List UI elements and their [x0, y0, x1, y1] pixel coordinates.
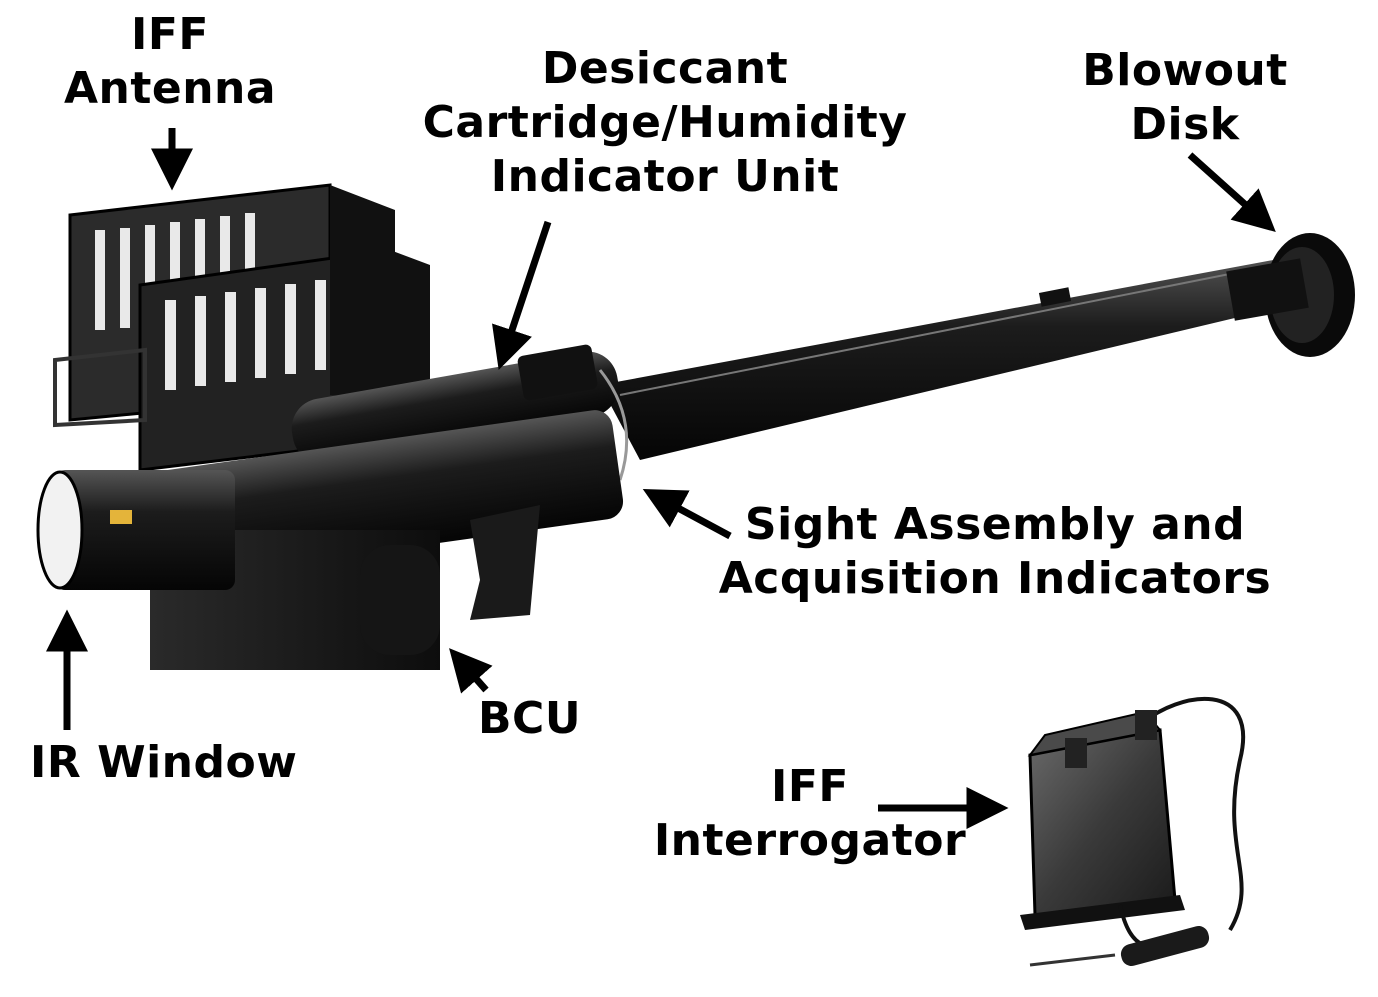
label-line: Disk — [1130, 99, 1240, 150]
label-line: Desiccant — [541, 43, 789, 94]
label-line: IFF — [771, 761, 849, 812]
label-line: Antenna — [63, 63, 277, 114]
label-line: Indicator Unit — [490, 151, 840, 202]
pointer-arrows — [46, 128, 1276, 829]
iff-interrogator-unit — [1020, 696, 1245, 967]
label-line: Sight Assembly and — [744, 499, 1246, 550]
front-seeker-section — [36, 470, 235, 590]
label-sight-assembly: Sight Assembly and Acquisition Indicator… — [700, 498, 1290, 606]
label-ir-window: IR Window — [30, 736, 330, 790]
arrow-sight-assembly — [642, 489, 732, 540]
label-line: BCU — [478, 693, 582, 744]
label-line: Blowout — [1082, 45, 1288, 96]
label-line: IR Window — [30, 737, 298, 788]
gripstock-body — [146, 410, 624, 670]
label-blowout-disk: Blowout Disk — [1070, 44, 1300, 152]
arrow-desiccant — [492, 220, 552, 370]
label-line: Interrogator — [653, 815, 967, 866]
arrow-bcu — [449, 648, 493, 694]
label-iff-antenna: IFF Antenna — [50, 8, 290, 116]
desiccant-cartridge-shape — [291, 344, 629, 481]
label-line: Cartridge/Humidity — [422, 97, 908, 148]
label-line: Acquisition Indicators — [718, 553, 1272, 604]
label-desiccant-cartridge: Desiccant Cartridge/Humidity Indicator U… — [405, 42, 925, 204]
label-bcu: BCU — [478, 692, 618, 746]
label-iff-interrogator: IFF Interrogator — [650, 760, 970, 868]
label-line: IFF — [131, 9, 209, 60]
launch-tube — [600, 255, 1310, 460]
arrow-blowout-disk — [1187, 152, 1276, 233]
blowout-disk-shape — [1226, 233, 1355, 357]
